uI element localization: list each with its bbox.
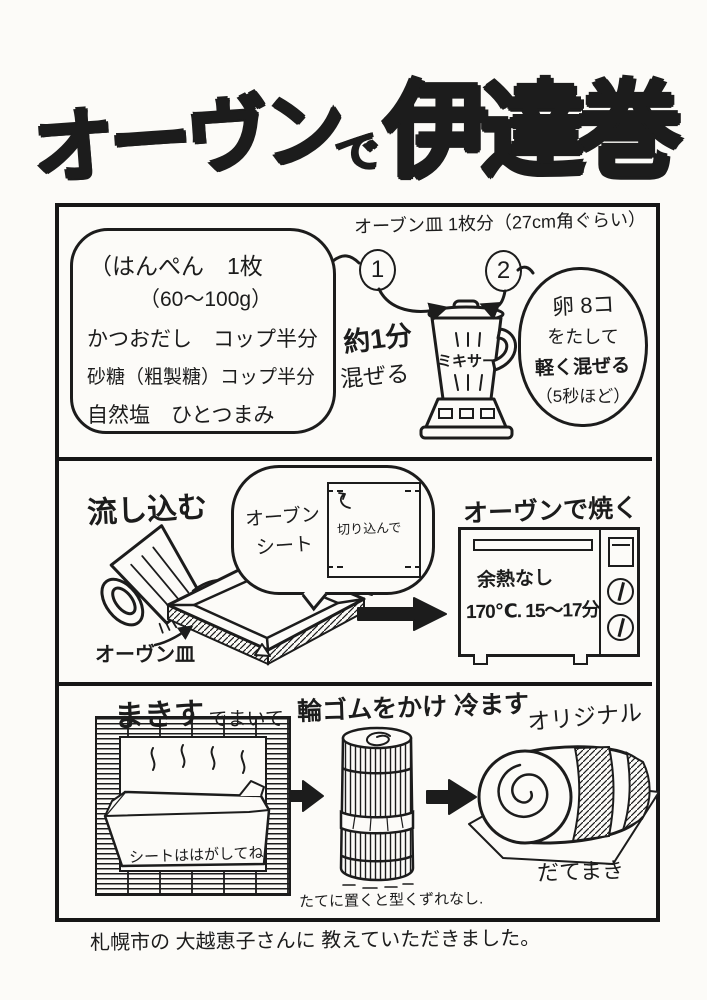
- tray-label: オーヴン皿: [95, 644, 195, 666]
- page-title: オーヴン で 伊達巻: [0, 40, 707, 196]
- cut-mark: [326, 490, 343, 492]
- rolled-mat-illustration: [339, 726, 415, 889]
- cut-note: 切り込んで: [336, 519, 402, 538]
- roll-label: だてまき: [536, 857, 625, 886]
- ingredients-bubble: （はんぺん 1枚 （60〜100g） かつおだし コップ半分 砂糖（粗製糖）コッ…: [70, 228, 336, 434]
- arrow-right-icon: [426, 779, 477, 815]
- corner-curl-icon: [337, 492, 351, 509]
- oven-vent: [473, 539, 593, 551]
- ingredient-dashi: かつおだし コップ半分: [87, 328, 318, 351]
- ingredient-sugar: 砂糖（粗製糖）コップ半分: [87, 367, 316, 388]
- comic-frame: オーブン皿 1枚分（27cm角ぐらい） （はんぺん 1枚 （60〜100g） か…: [55, 203, 660, 922]
- oven-foot: [573, 654, 588, 665]
- oven-sheet-label: オーブン シート: [244, 499, 323, 560]
- preheat-note: 余熱なし: [476, 567, 554, 592]
- egg-add-note: をたして: [547, 326, 619, 347]
- panel-mix-ingredients: オーブン皿 1枚分（27cm角ぐらい） （はんぺん 1枚 （60〜100g） か…: [59, 207, 652, 461]
- oven-panel-divider: [599, 530, 601, 654]
- arrow-right-icon: [289, 780, 324, 812]
- panel-roll-and-cool: まきす でまいて シートははがして: [59, 686, 660, 914]
- ingredient-hanpen-weight: （60〜100g）: [139, 288, 273, 311]
- step-1-badge: 1: [359, 249, 396, 291]
- credit-note: 札幌市の 大越恵子さんに 教えていただきました。: [89, 927, 541, 955]
- cut-mark: [404, 566, 421, 568]
- bamboo-mat-illustration: シートははがしてね: [95, 716, 291, 896]
- oven-temp-time: 170℃. 15〜17分: [465, 599, 600, 624]
- ingredient-salt: 自然塩 ひとつまみ: [87, 404, 275, 427]
- oven-dial-icon: [607, 578, 634, 605]
- datemaki-roll-illustration: [468, 745, 660, 865]
- ingredient-hanpen: （はんぺん 1枚: [89, 253, 263, 279]
- stand-upright-note: たてに置くと型くずれなし.: [298, 890, 484, 911]
- oven-illustration: 余熱なし 170℃. 15〜17分: [458, 527, 640, 665]
- step-2-number: 2: [496, 257, 511, 284]
- step-arrows-icon: [331, 254, 535, 322]
- panel-pour-and-bake: 流し込む: [59, 461, 652, 686]
- cut-mark: [326, 566, 343, 568]
- step-1-number: 1: [370, 256, 385, 283]
- oven-dial-icon: [607, 614, 634, 641]
- egg-sheet-diagram: [103, 744, 271, 868]
- oven-sheet-label-line1: オーブン: [244, 504, 321, 531]
- arrow-right-icon: [357, 597, 447, 631]
- bake-label: オーヴンで焼く: [462, 493, 639, 529]
- parchment-sheet-diagram: 切り込んで: [326, 482, 421, 578]
- step-2-badge: 2: [485, 250, 522, 292]
- oven-sheet-bubble: オーブン シート 切り込んで: [231, 465, 435, 612]
- tray-pointer-arrow-icon: [153, 625, 194, 647]
- blender-label: ミキサー: [437, 353, 497, 370]
- oven-foot: [473, 654, 488, 665]
- egg-seconds-note: （5秒ほど）: [535, 386, 631, 406]
- egg-step-bubble: 卵 8コ をたして 軽く混ぜる （5秒ほど）: [518, 267, 648, 427]
- title-part-oven: オーヴン: [29, 83, 344, 196]
- title-part-datemaki: 伊達巻: [384, 74, 682, 190]
- oven-sheet-label-line2: シート: [255, 533, 314, 559]
- cut-mark: [404, 490, 421, 492]
- oven-display: [608, 537, 634, 567]
